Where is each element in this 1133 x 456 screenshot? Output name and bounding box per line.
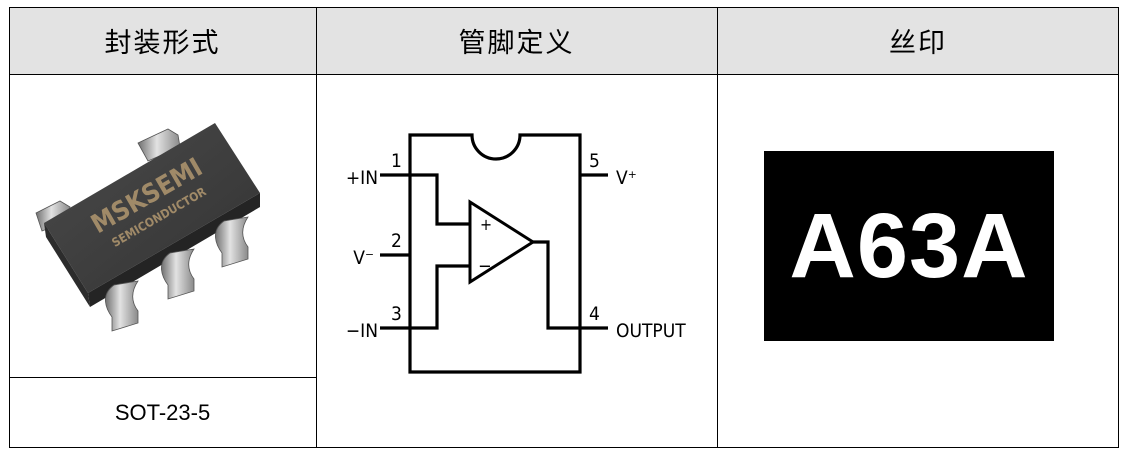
- pin-2-name: V⁻: [353, 247, 374, 269]
- pin-4-name: OUTPUT: [616, 320, 686, 342]
- pin-3-name: −IN: [346, 320, 378, 342]
- wire-plus-in: [410, 173, 470, 226]
- chip-photo: MSKSEMI SEMICONDUCTOR: [35, 123, 260, 332]
- pinout-diagram: + − 1 2 3 4 5 +IN V⁻ −IN OUTPUT V⁺: [346, 133, 686, 374]
- header-marking: 丝印: [717, 7, 1119, 74]
- package-outline: [408, 133, 582, 374]
- package-row-divider: [9, 377, 316, 378]
- marking-box: A63A: [764, 151, 1054, 341]
- column-divider-1: [316, 7, 317, 448]
- header-pinout: 管脚定义: [316, 7, 717, 74]
- table-border-top: [9, 7, 1119, 8]
- pin-5-name: V⁺: [616, 167, 637, 189]
- header-package-label: 封装形式: [104, 28, 221, 59]
- wire-output: [533, 240, 580, 330]
- table-border-right: [1118, 7, 1119, 448]
- pin-2-number: 2: [391, 230, 402, 252]
- pin-3-number: 3: [391, 303, 402, 325]
- chip-front-legs: [105, 216, 249, 332]
- header-marking-label: 丝印: [889, 28, 947, 59]
- header-package: 封装形式: [9, 7, 316, 74]
- header-divider: [9, 74, 1119, 75]
- package-name-cell: SOT-23-5: [9, 378, 316, 448]
- package-name: SOT-23-5: [114, 400, 211, 425]
- chip-body: [44, 123, 260, 307]
- table-border-left: [9, 7, 10, 448]
- pin-5-number: 5: [589, 150, 600, 172]
- opamp-triangle: [468, 199, 536, 285]
- marking-text: A63A: [789, 194, 1029, 297]
- column-divider-2: [717, 7, 718, 448]
- wire-minus-in: [410, 264, 470, 330]
- header-pinout-label: 管脚定义: [458, 28, 575, 59]
- opamp-minus-sign: −: [478, 256, 492, 277]
- pin-1-number: 1: [391, 150, 402, 172]
- spec-table: 封装形式 管脚定义 丝印 SOT-23-5: [9, 7, 1119, 448]
- pin-4-number: 4: [589, 303, 600, 325]
- table-border-bottom: [9, 447, 1119, 448]
- opamp-plus-sign: +: [480, 215, 492, 234]
- pin-1-name: +IN: [346, 167, 378, 189]
